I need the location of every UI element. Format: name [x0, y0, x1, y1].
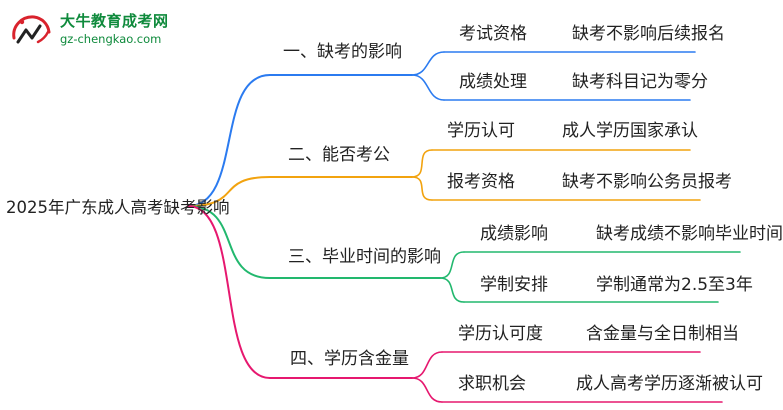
branch-3-item-2-connector	[439, 277, 465, 303]
branch-title-2: 二、能否考公	[288, 145, 390, 165]
branch-1-item-2-value: 缺考科目记为零分	[572, 72, 708, 92]
branch-2-item-1-connector	[411, 149, 433, 178]
branch-title-1: 一、缺考的影响	[283, 42, 402, 62]
branch-4-item-1-connector	[411, 351, 443, 379]
site-logo[interactable]: 大牛教育成考网 gz-chengkao.com	[8, 8, 178, 54]
branch-3-item-1-value: 缺考成绩不影响毕业时间	[596, 224, 783, 244]
connector-layer	[187, 51, 741, 403]
branch-title-4: 四、学历含金量	[290, 349, 409, 369]
logo-url: gz-chengkao.com	[60, 32, 162, 46]
branch-4-item-2-label: 求职机会	[458, 374, 526, 394]
branch-4-connector	[187, 205, 271, 379]
branch-2-item-2-label: 报考资格	[447, 172, 515, 192]
branch-4-item-2-connector	[411, 377, 443, 403]
branch-3-item-2-value: 学制通常为2.5至3年	[596, 275, 753, 295]
branch-1-item-2-label: 成绩处理	[459, 72, 527, 92]
mind-map: 大牛教育成考网 gz-chengkao.com 2025年广东成人高考缺考影响 …	[6, 8, 783, 403]
branch-3-item-1-connector	[439, 251, 465, 279]
branch-1-item-1-value: 缺考不影响后续报名	[572, 24, 725, 44]
branch-2-item-1-label: 学历认可	[447, 121, 515, 141]
branch-2-item-1-value: 成人学历国家承认	[562, 121, 698, 141]
logo-name: 大牛教育成考网	[60, 12, 169, 30]
branch-4-item-2-value: 成人高考学历逐渐被认可	[576, 374, 763, 394]
branch-3-connector	[187, 205, 271, 279]
bull-logo-icon	[12, 15, 51, 44]
branch-2-item-2-value: 缺考不影响公务员报考	[562, 172, 732, 192]
branch-4-item-1-value: 含金量与全日制相当	[586, 324, 739, 344]
root-topic: 2025年广东成人高考缺考影响	[6, 198, 230, 217]
branch-2-connector	[187, 176, 271, 207]
branch-1-item-1-label: 考试资格	[459, 24, 527, 44]
branch-1-item-2-connector	[411, 74, 445, 101]
branch-2-item-2-connector	[411, 176, 433, 201]
branch-3-item-1-label: 成绩影响	[480, 224, 548, 244]
branch-1-connector	[187, 74, 271, 207]
branch-3-item-2-label: 学制安排	[480, 275, 548, 295]
branch-title-3: 三、毕业时间的影响	[288, 247, 441, 267]
branch-4-item-1-label: 学历认可度	[458, 324, 543, 344]
branch-1-item-1-connector	[411, 51, 445, 76]
